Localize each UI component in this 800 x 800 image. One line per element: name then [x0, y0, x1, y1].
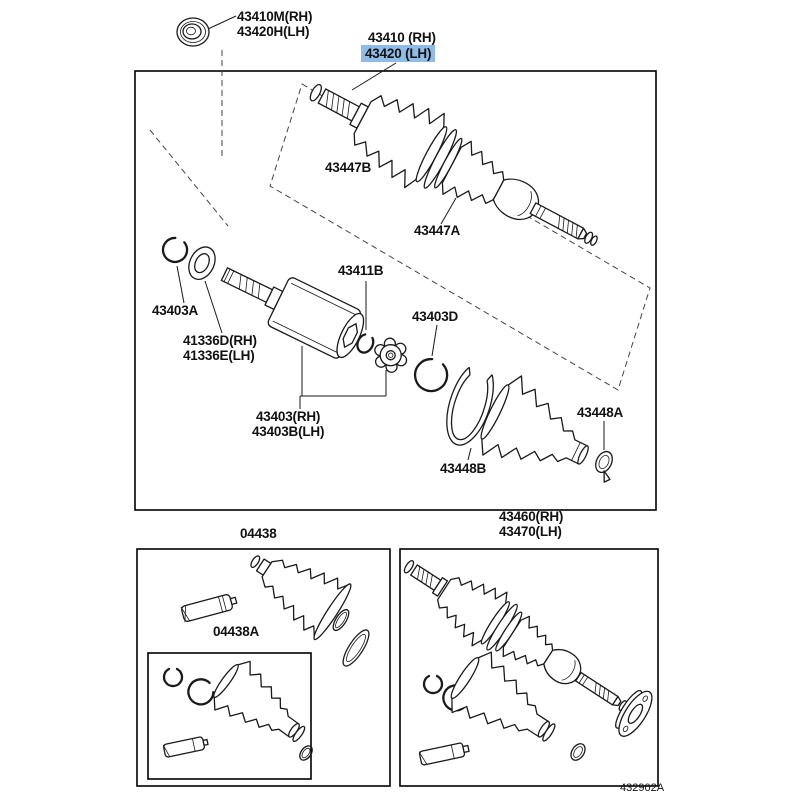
grease-tube-drawing	[180, 594, 238, 623]
leader-lines	[176, 15, 605, 461]
dust-cover-drawing	[176, 17, 210, 47]
rear-kit-small-clamp-drawing	[570, 743, 586, 761]
snap-ring-43411b-drawing	[356, 333, 375, 354]
rear-kit-grease-tube-drawing	[418, 742, 470, 766]
boot-clamp-43448b-drawing	[446, 366, 494, 446]
part-label-41336d-rh[interactable]: 41336D(RH)	[183, 333, 257, 348]
kit-grease-tube-drawing	[162, 736, 209, 758]
part-label-43447b[interactable]: 43447B	[325, 160, 372, 175]
large-clamp-ring-drawing	[342, 629, 370, 667]
part-label-43447a[interactable]: 43447A	[414, 223, 461, 238]
dashed-reference-lines	[149, 50, 651, 391]
inner-joint-exploded-row	[161, 236, 449, 393]
part-label-43470-lh[interactable]: 43470(LH)	[499, 524, 562, 539]
part-label-43403-rh[interactable]: 43403(RH)	[256, 409, 321, 424]
tripod-spider-drawing	[374, 337, 408, 373]
outboard-boot-drawing	[250, 555, 352, 641]
kit-circlip-drawing	[187, 678, 215, 706]
rear-drive-shaft-assembly-drawing	[403, 559, 653, 737]
snap-ring-43403d-drawing	[413, 357, 449, 393]
small-clamp-ring-drawing	[332, 608, 350, 632]
kit-small-clamp-drawing	[299, 745, 313, 761]
inner-kit-box-04438a	[147, 652, 312, 780]
part-label-43420h-lh[interactable]: 43420H(LH)	[237, 24, 310, 39]
figure-code: 432902A	[620, 782, 665, 794]
kit-snap-ring-drawing	[162, 667, 184, 688]
part-label-43411b[interactable]: 43411B	[338, 263, 384, 278]
part-label-04438a[interactable]: 04438A	[213, 624, 260, 639]
front-drive-shaft-assembly-drawing	[309, 83, 598, 246]
inner-boot-drawing	[480, 375, 589, 465]
part-label-43410m-rh[interactable]: 43410M(RH)	[237, 9, 313, 24]
main-parts-box	[134, 70, 657, 511]
part-label-43420-lh[interactable]: 43420 (LH)	[361, 45, 436, 62]
rear-kit-snap-ring-drawing	[422, 674, 444, 695]
kit-inner-boot-drawing	[213, 660, 306, 743]
part-label-43403b-lh[interactable]: 43403B(LH)	[252, 424, 325, 439]
rear-inner-boot-drawing	[450, 651, 556, 742]
part-label-43460-rh[interactable]: 43460(RH)	[499, 509, 564, 524]
part-label-43403a[interactable]: 43403A	[152, 303, 199, 318]
snap-ring-43403a-drawing	[161, 236, 189, 264]
part-label-41336e-lh[interactable]: 41336E(LH)	[183, 348, 255, 363]
bearing-ring-drawing	[188, 246, 216, 280]
shaft-assy-box-43460	[399, 548, 659, 787]
inner-joint-drawing	[220, 267, 365, 359]
part-label-43410-rh[interactable]: 43410 (RH)	[368, 30, 436, 45]
part-label-43403d[interactable]: 43403D	[412, 309, 459, 324]
part-label-43448b[interactable]: 43448B	[440, 461, 487, 476]
part-label-43448a[interactable]: 43448A	[577, 405, 624, 420]
boot-clamp-43448a-drawing	[595, 450, 613, 483]
boot-kit-box-04438	[136, 548, 391, 787]
part-label-04438[interactable]: 04438	[240, 526, 277, 541]
